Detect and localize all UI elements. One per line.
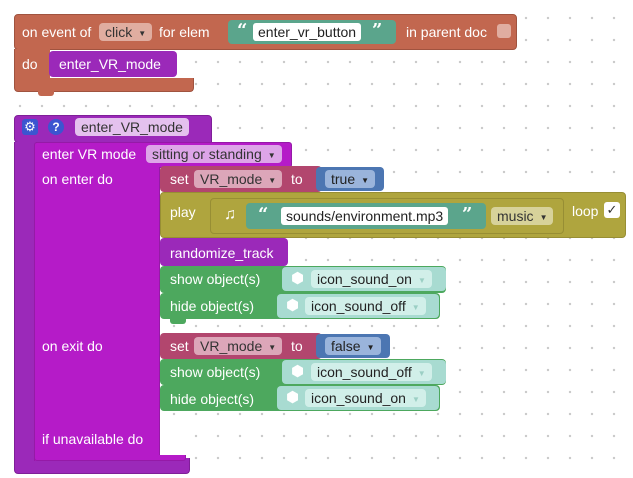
event-value: click: [105, 24, 133, 40]
boolean-value: true: [331, 171, 356, 187]
boolean-value: false: [331, 338, 361, 354]
hide-objects-label: hide object(s): [170, 298, 255, 314]
if-unavailable-label: if unavailable do: [42, 431, 144, 447]
call-procedure-name: enter_VR_mode: [59, 56, 161, 72]
sound-file-value[interactable]: sounds/environment.mp3: [281, 207, 449, 225]
randomize-track-label: randomize_track: [170, 245, 274, 261]
hide-object-value: icon_sound_off: [311, 298, 406, 314]
show-objects-label: show object(s): [170, 271, 261, 287]
show-object-value: icon_sound_on: [317, 271, 412, 287]
variable-dropdown[interactable]: VR_mode ▼: [194, 337, 283, 355]
dropdown-arrow-icon: ▼: [268, 176, 277, 185]
element-value[interactable]: enter_vr_button: [253, 23, 362, 41]
dropdown-arrow-icon: ▼: [267, 151, 276, 160]
gear-icon[interactable]: ⚙: [22, 119, 38, 135]
cube-icon: ⬢: [286, 389, 300, 406]
do-label: do: [22, 56, 38, 72]
on-event-label: on event of: [22, 24, 92, 40]
cube-icon: ⬢: [291, 363, 305, 380]
sound-type-value: music: [497, 208, 534, 224]
cube-icon: ⬢: [291, 270, 305, 287]
boolean-dropdown[interactable]: true ▼: [325, 170, 376, 188]
dropdown-arrow-icon: ▼: [411, 303, 420, 312]
dropdown-arrow-icon: ▼: [411, 395, 420, 404]
dropdown-arrow-icon: ▼: [268, 343, 277, 352]
close-quote-icon: ”: [372, 20, 383, 41]
if-unavailable-socket[interactable]: [160, 427, 190, 451]
parent-doc-checkbox[interactable]: [497, 24, 511, 38]
enter-vr-label: enter VR mode: [42, 146, 137, 162]
variable-name: VR_mode: [200, 338, 263, 354]
dropdown-arrow-icon: ▼: [539, 213, 548, 222]
set-label: set: [170, 171, 189, 187]
on-exit-label: on exit do: [42, 338, 103, 354]
dropdown-arrow-icon: ▼: [361, 176, 370, 185]
hide-object-dropdown[interactable]: icon_sound_on ▼: [305, 389, 426, 407]
loop-label: loop: [572, 203, 599, 219]
show-object-dropdown[interactable]: icon_sound_on ▼: [311, 270, 432, 288]
dropdown-arrow-icon: ▼: [138, 29, 147, 38]
dropdown-arrow-icon: ▼: [366, 343, 375, 352]
dropdown-arrow-icon: ▼: [417, 276, 426, 285]
hide-object-value: icon_sound_on: [311, 390, 406, 406]
music-note-icon: ♫: [224, 206, 236, 223]
show-objects-label: show object(s): [170, 364, 261, 380]
procedure-name[interactable]: enter_VR_mode: [75, 118, 189, 136]
cube-icon: ⬢: [286, 297, 300, 314]
open-quote-icon: “: [237, 20, 248, 41]
loop-checkbox[interactable]: ✓: [604, 202, 620, 218]
set-label: set: [170, 338, 189, 354]
to-label: to: [291, 338, 303, 354]
block-notch: [170, 318, 186, 324]
vr-mode-dropdown[interactable]: sitting or standing ▼: [146, 145, 282, 163]
in-parent-label: in parent doc: [406, 24, 487, 40]
for-elem-label: for elem: [159, 24, 210, 40]
play-label: play: [170, 204, 196, 220]
hide-object-dropdown[interactable]: icon_sound_off ▼: [305, 297, 426, 315]
sound-type-dropdown[interactable]: music ▼: [491, 207, 554, 225]
boolean-dropdown[interactable]: false ▼: [325, 337, 381, 355]
variable-name: VR_mode: [200, 171, 263, 187]
variable-dropdown[interactable]: VR_mode ▼: [194, 170, 283, 188]
help-icon[interactable]: ?: [48, 119, 64, 135]
show-object-dropdown[interactable]: icon_sound_off ▼: [311, 363, 432, 381]
open-quote-icon: “: [258, 204, 269, 225]
event-dropdown[interactable]: click ▼: [99, 23, 153, 41]
dropdown-arrow-icon: ▼: [417, 369, 426, 378]
hide-objects-label: hide object(s): [170, 391, 255, 407]
to-label: to: [291, 171, 303, 187]
on-enter-label: on enter do: [42, 171, 113, 187]
close-quote-icon: ”: [462, 204, 473, 225]
vr-mode-value: sitting or standing: [152, 146, 262, 162]
show-object-value: icon_sound_off: [317, 364, 412, 380]
